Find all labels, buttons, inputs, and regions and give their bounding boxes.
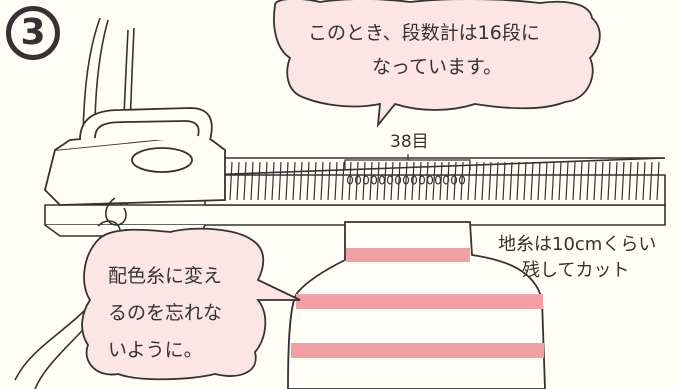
- stitch-loop: [410, 175, 418, 185]
- needle: [453, 161, 457, 201]
- needle: [544, 161, 548, 201]
- needle: [460, 161, 464, 201]
- needle: [348, 161, 352, 201]
- stitch-loop: [354, 175, 362, 185]
- needle: [593, 161, 597, 201]
- needle: [656, 161, 660, 201]
- needle: [586, 161, 590, 201]
- needle: [306, 161, 310, 201]
- needle: [474, 161, 478, 201]
- bubble-left-line-3: いように。: [108, 339, 203, 361]
- needle: [404, 161, 408, 201]
- stitch-loop: [426, 175, 434, 185]
- stitch-loop: [370, 175, 378, 185]
- speech-bubble-top: [273, 0, 601, 128]
- needle: [481, 161, 485, 201]
- bubble-top-line-2: なっています。: [372, 56, 503, 78]
- needle: [299, 161, 303, 201]
- needle: [250, 161, 254, 201]
- needle: [411, 161, 415, 201]
- needle: [614, 161, 618, 201]
- needle: [327, 161, 331, 201]
- needle: [488, 161, 492, 201]
- needle: [558, 161, 562, 201]
- stripe: [346, 248, 470, 262]
- stripe: [296, 294, 543, 309]
- knitted-fabric: [287, 221, 546, 389]
- needle: [432, 161, 436, 201]
- needle: [530, 161, 534, 201]
- stitch-loop: [386, 175, 394, 185]
- needle: [572, 161, 576, 201]
- needle: [579, 161, 583, 201]
- bubble-top-line-1: このとき、段数計は16段に: [308, 22, 540, 44]
- needle: [649, 161, 653, 201]
- needle: [243, 161, 247, 201]
- stitch-loop: [434, 175, 442, 185]
- bubble-left-line-2: るのを忘れな: [108, 302, 223, 324]
- needle: [565, 161, 569, 201]
- needle: [292, 161, 296, 201]
- stitch-loop: [362, 175, 370, 185]
- needle: [607, 161, 611, 201]
- needle: [523, 161, 527, 201]
- note-right-line-2: 残してカット: [522, 260, 630, 281]
- needle: [600, 161, 604, 201]
- stitch-count-label: 38目: [390, 132, 429, 152]
- needle: [236, 161, 240, 201]
- stitch-loop: [394, 175, 402, 185]
- stitch-loop: [402, 175, 410, 185]
- needle: [397, 161, 401, 201]
- needle: [313, 161, 317, 201]
- needle: [642, 161, 646, 201]
- needle: [341, 161, 345, 201]
- needle: [355, 161, 359, 201]
- yarn-knot: [97, 197, 127, 231]
- stitch-loop: [378, 175, 386, 185]
- needle: [635, 161, 639, 201]
- step-number-badge: 3: [6, 6, 60, 60]
- stitch-loop: [450, 175, 458, 185]
- needle: [264, 161, 268, 201]
- needle: [257, 161, 261, 201]
- needle: [551, 161, 555, 201]
- stripe: [291, 343, 544, 358]
- stitch-loop: [418, 175, 426, 185]
- speech-bubble-left: [81, 227, 301, 381]
- needle: [320, 161, 324, 201]
- needle: [628, 161, 632, 201]
- needle: [278, 161, 282, 201]
- needle: [495, 161, 499, 201]
- stitch-loop: [346, 175, 354, 185]
- needle-row: [229, 161, 660, 201]
- carriage: [44, 107, 226, 206]
- needle: [516, 161, 520, 201]
- needle: [621, 161, 625, 201]
- needle: [502, 161, 506, 201]
- stitch-loop: [458, 175, 466, 185]
- needle: [271, 161, 275, 201]
- needle: [509, 161, 513, 201]
- stitch-loop: [442, 175, 450, 185]
- needle: [537, 161, 541, 201]
- needle: [285, 161, 289, 201]
- bubble-left-line-1: 配色糸に変え: [108, 265, 223, 287]
- note-right-line-1: 地糸は10cmくらい: [498, 234, 657, 255]
- stitch-count-bracket: [344, 154, 471, 170]
- needle: [229, 161, 233, 201]
- needle: [334, 161, 338, 201]
- needle: [376, 161, 380, 201]
